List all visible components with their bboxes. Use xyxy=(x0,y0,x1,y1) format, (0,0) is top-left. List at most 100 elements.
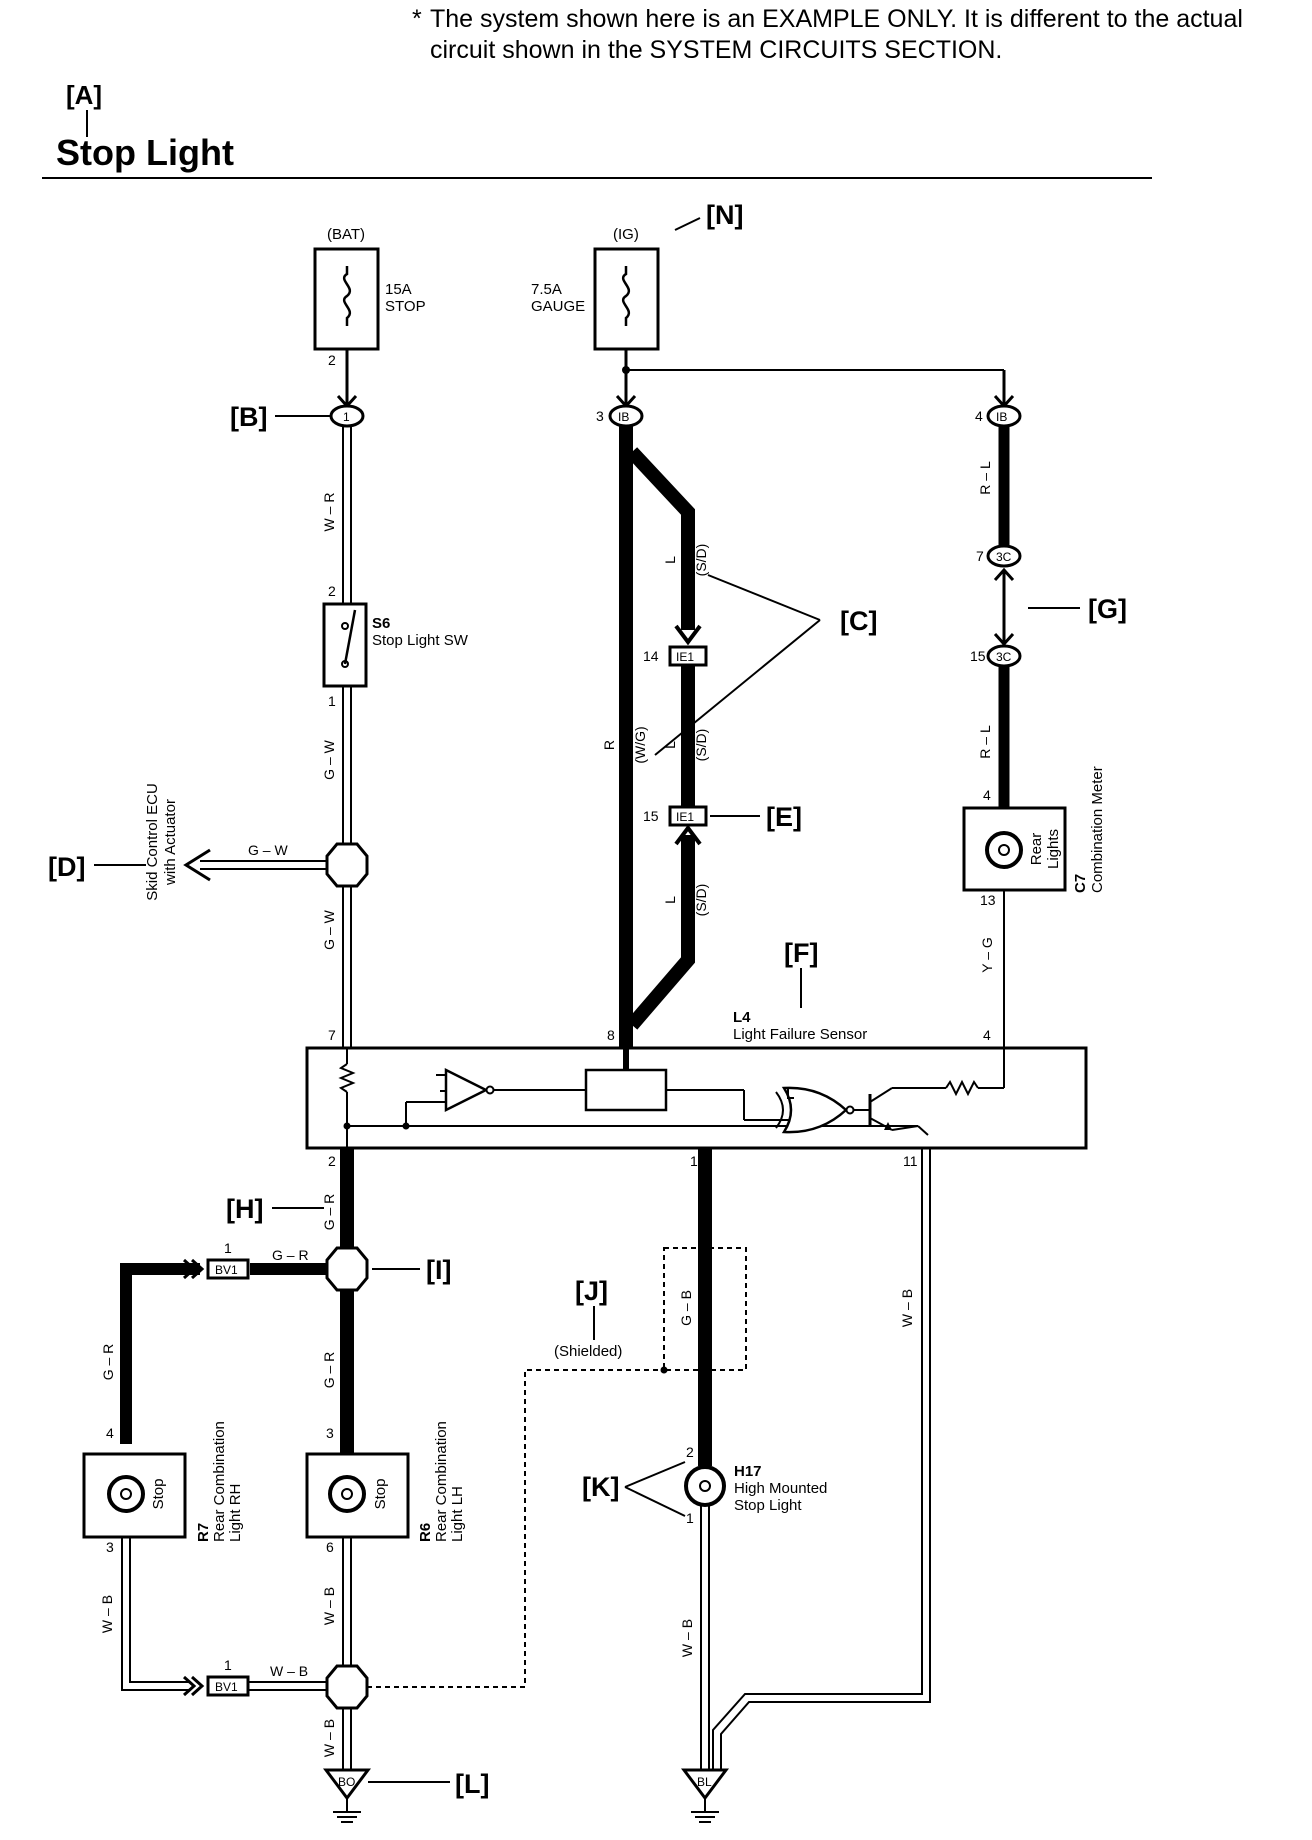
pin-sw-out: 1 xyxy=(328,693,336,709)
pin-ib-left: 3 xyxy=(596,408,604,424)
wire-label-w-b-1: W – B xyxy=(99,1595,115,1633)
wire-label-g-r-1: G – R xyxy=(321,1194,337,1231)
connector-3c-top-label: 3C xyxy=(996,550,1012,564)
fuse-gauge-name: GAUGE xyxy=(531,298,585,315)
shield-drain-dashed xyxy=(367,1369,664,1688)
wire-label-r: R xyxy=(601,740,617,750)
pin-hm-out: 1 xyxy=(686,1510,694,1526)
connector-bv1-bot xyxy=(206,1675,250,1697)
ground-bo-label: BO xyxy=(338,1775,355,1789)
pin-3c-top: 7 xyxy=(976,548,984,564)
wire-label-sd-1: (S/D) xyxy=(693,544,709,577)
wire-label-g-w-lower: G – W xyxy=(321,909,337,949)
callout-b: [B] xyxy=(230,402,267,432)
pin-lh-in: 3 xyxy=(326,1425,334,1441)
bat-label: (BAT) xyxy=(327,226,365,243)
lh-stop-bulb-icon xyxy=(328,1475,366,1513)
pin-ie1-top: 14 xyxy=(643,648,659,664)
wire-label-r-l-1: R – L xyxy=(977,461,993,495)
pin-sensor-4: 4 xyxy=(983,1027,991,1043)
wire-label-g-b: G – B xyxy=(678,1290,694,1326)
wire-label-w-r: W – R xyxy=(321,493,337,532)
amplifier-icon xyxy=(444,1067,489,1113)
rh-bulb-label: Stop xyxy=(150,1479,167,1510)
fuse-stop-name: STOP xyxy=(385,298,426,315)
wire-w-b-to-bo xyxy=(342,1708,352,1770)
wire-label-w-b-5: W – B xyxy=(679,1619,695,1657)
callout-e: [E] xyxy=(766,802,802,832)
high-mount-line-2: Stop Light xyxy=(734,1497,802,1514)
lh-line-1: Rear Combination xyxy=(433,1421,450,1542)
splice-i xyxy=(325,1246,369,1292)
sensor-code: L4 xyxy=(733,1009,751,1026)
wire-label-l-1: L xyxy=(662,556,678,564)
high-mount-line-1: High Mounted xyxy=(734,1480,827,1497)
wire-label-g-r-2: G – R xyxy=(272,1247,309,1263)
wire-label-sd-2: (S/D) xyxy=(693,729,709,762)
rear-lights-bulb-icon xyxy=(985,831,1023,869)
pin-hm-in: 2 xyxy=(686,1444,694,1460)
connector-1-label: 1 xyxy=(343,410,350,424)
connector-ib-right-label: IB xyxy=(996,410,1007,424)
wire-label-w-b-6: W – B xyxy=(899,1289,915,1327)
light-failure-sensor xyxy=(305,1046,1088,1150)
rh-code: R7 xyxy=(195,1523,212,1542)
rh-stop-bulb-icon xyxy=(107,1475,145,1513)
pin-sensor-8: 8 xyxy=(607,1027,615,1043)
shielded-label: (Shielded) xyxy=(554,1343,622,1360)
fuse-stop xyxy=(313,247,380,351)
ground-bl-label: BL xyxy=(697,1775,712,1789)
pin-bv1-top: 1 xyxy=(224,1240,232,1256)
pin-ie1-bot: 15 xyxy=(643,808,659,824)
wire-label-y-g: Y – G xyxy=(979,937,995,973)
wire-label-r-l-2: R – L xyxy=(977,725,993,759)
wire-label-l-3: L xyxy=(662,896,678,904)
wire-label-w-b-4: W – B xyxy=(321,1719,337,1757)
callout-l: [L] xyxy=(455,1769,489,1799)
sensor-element-icon xyxy=(584,1068,668,1112)
wire-l-sd-lower xyxy=(626,835,695,1030)
pin-fuse-stop-out: 2 xyxy=(328,352,336,368)
fuse-gauge-amp: 7.5A xyxy=(531,281,562,298)
meter-bulb-label-2: Lights xyxy=(1045,829,1062,869)
pin-rh-out: 3 xyxy=(106,1539,114,1555)
wire-label-sd-3: (S/D) xyxy=(693,884,709,917)
pin-3c-bot: 15 xyxy=(970,648,986,664)
sensor-name: Light Failure Sensor xyxy=(733,1026,867,1043)
wire-g-r-rh xyxy=(120,1263,200,1444)
combination-meter xyxy=(962,806,1067,892)
fuse-stop-amp: 15A xyxy=(385,281,412,298)
callout-j: [J] xyxy=(575,1276,608,1306)
callout-d: [D] xyxy=(48,852,85,882)
switch-name: Stop Light SW xyxy=(372,632,469,649)
callout-c: [C] xyxy=(840,606,877,636)
pin-ib-right: 4 xyxy=(975,408,983,424)
high-mount-code: H17 xyxy=(734,1463,762,1480)
lh-code: R6 xyxy=(417,1523,434,1542)
pin-meter-out: 13 xyxy=(980,892,996,908)
connector-ie1-bot-label: IE1 xyxy=(676,810,694,824)
ground-bo xyxy=(323,1768,371,1801)
note-line-1: The system shown here is an EXAMPLE ONLY… xyxy=(430,5,1243,33)
wire-label-g-r-4: G – R xyxy=(321,1352,337,1389)
wire-label-wg: (W/G) xyxy=(632,726,648,763)
connector-bv1-bot-label: BV1 xyxy=(215,1680,238,1694)
callout-i: [I] xyxy=(426,1255,451,1285)
callout-k: [K] xyxy=(582,1472,619,1502)
meter-name: Combination Meter xyxy=(1089,766,1106,893)
switch-code: S6 xyxy=(372,615,390,632)
ecu-line-2: with Actuator xyxy=(162,799,179,886)
meter-bulb-label-1: Rear xyxy=(1028,833,1045,866)
fuse-stop-icon xyxy=(342,266,352,326)
pin-rh-in: 4 xyxy=(106,1425,114,1441)
pin-sw-in: 2 xyxy=(328,583,336,599)
callout-n: [N] xyxy=(706,200,743,230)
disclaimer-note: * The system shown here is an EXAMPLE ON… xyxy=(412,4,1243,66)
connector-3c-top xyxy=(986,544,1022,568)
lh-bulb-label: Stop xyxy=(372,1479,389,1510)
page-title: Stop Light xyxy=(56,132,234,173)
wire-l-sd-upper xyxy=(626,447,695,630)
ecu-line-1: Skid Control ECU xyxy=(144,783,161,901)
pin-sensor-7: 7 xyxy=(328,1027,336,1043)
